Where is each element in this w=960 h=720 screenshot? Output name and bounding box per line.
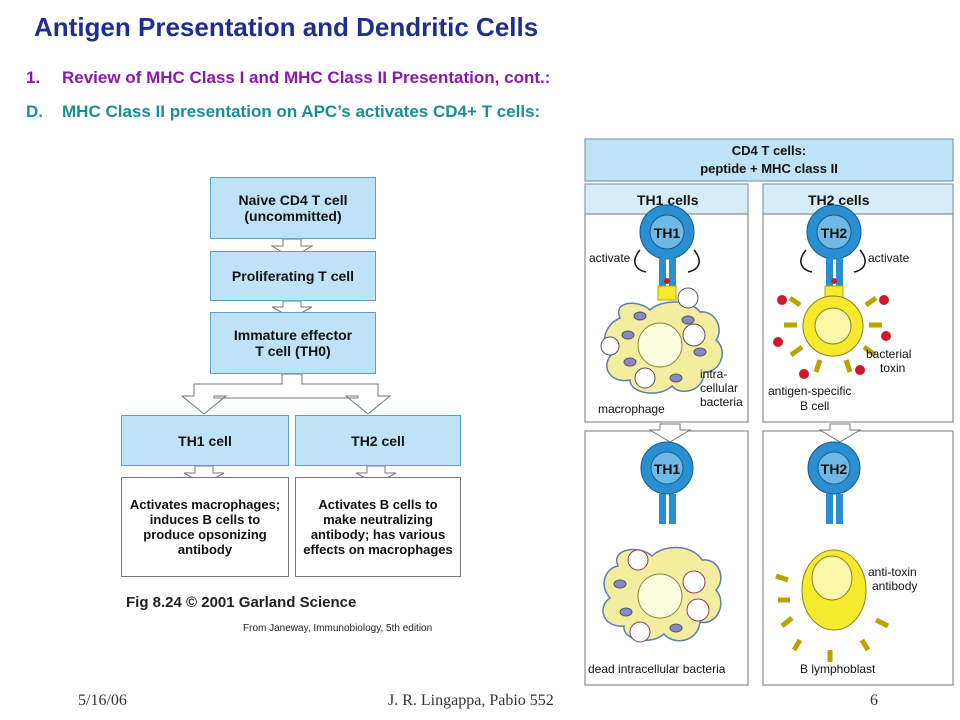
- th2-effect-line: antibody; has various: [310, 527, 446, 542]
- th2-cell-label: TH2: [821, 225, 848, 241]
- th2-effect-line: Activates B cells to: [318, 497, 438, 512]
- th1-effect-line: produce opsonizing: [143, 527, 267, 542]
- th1-effect-line: induces B cells to: [149, 512, 261, 527]
- bacteria-vesicle-icon: [682, 323, 706, 347]
- intra-label: intra-: [700, 367, 727, 381]
- naive-line-2: (uncommitted): [244, 208, 342, 224]
- panel-header-line-2: peptide + MHC class II: [700, 161, 838, 176]
- mhc-icon: [657, 285, 677, 301]
- th1-cell-label: TH1 cell: [178, 432, 232, 449]
- antibody-label: antibody: [872, 579, 917, 593]
- dead-bacteria-icon: [682, 570, 706, 594]
- split-arrow-icon: [180, 373, 392, 415]
- immature-line-1: Immature effector: [233, 327, 353, 343]
- macrophage-label: macrophage: [598, 402, 665, 416]
- antigen-specific-label: antigen-specific: [768, 384, 851, 398]
- point-text: MHC Class II presentation on APC’s activ…: [62, 102, 541, 121]
- naive-line-1: Naive CD4 T cell: [238, 192, 348, 208]
- th2-effect-box: Activates B cells to make neutralizing a…: [295, 477, 461, 577]
- activate-arrow-icon: [800, 249, 813, 273]
- th2-cell-label: TH2 cell: [351, 432, 405, 449]
- th1-cell-label: TH1: [654, 461, 681, 477]
- panel-header-line-1: CD4 T cells:: [732, 143, 806, 158]
- immature-effector-box: Immature effector T cell (TH0): [210, 312, 376, 374]
- th2-column-header: [762, 183, 954, 215]
- point-number: D.: [26, 102, 43, 121]
- tcr-icon: [659, 258, 666, 286]
- arrow-down-icon: [818, 423, 862, 443]
- th1-cell-box: TH1 cell: [121, 415, 289, 466]
- th1-effect-box: Activates macrophages; induces B cells t…: [121, 477, 289, 577]
- activate-arrow-icon: [634, 249, 647, 273]
- point-mhc-class-ii: D. MHC Class II presentation on APC’s act…: [26, 102, 540, 122]
- th1-effect-line: Activates macrophages;: [129, 497, 281, 512]
- panel-header-box: [584, 138, 954, 182]
- proliferating-label: Proliferating T cell: [231, 268, 355, 284]
- point-number: 1.: [26, 68, 41, 87]
- dead-bacteria-label: dead intracellular bacteria: [588, 662, 726, 676]
- b-lymphoblast-label: B lymphoblast: [800, 662, 876, 676]
- b-cell-label: B cell: [800, 399, 829, 413]
- naive-t-cell-box: Naive CD4 T cell (uncommitted): [210, 177, 376, 239]
- th1-activate-label: activate: [589, 251, 631, 265]
- th2-effect-line: effects on macrophages: [303, 542, 453, 557]
- immature-line-2: T cell (TH0): [255, 343, 331, 359]
- footer-page-number: 6: [870, 692, 878, 709]
- peptide-icon: [664, 278, 670, 284]
- anti-toxin-label: anti-toxin: [868, 565, 917, 579]
- cellular-label: cellular: [700, 381, 738, 395]
- th1-cell-label: TH1: [654, 225, 681, 241]
- footer-author: J. R. Lingappa, Pabio 552: [388, 692, 554, 709]
- point-review: 1. Review of MHC Class I and MHC Class II…: [26, 68, 550, 88]
- th1-effect-line: antibody: [177, 542, 233, 557]
- antibody-icon: [775, 573, 890, 662]
- source-credit: From Janeway, Immunobiology, 5th edition: [243, 623, 433, 634]
- th1-column-label: TH1 cells: [637, 192, 699, 208]
- th2-cell-label: TH2: [821, 461, 848, 477]
- th2-cell-box: TH2 cell: [295, 415, 461, 466]
- bacteria-label: bacteria: [700, 395, 743, 409]
- th2-effect-line: make neutralizing: [323, 512, 433, 527]
- footer-date: 5/16/06: [78, 692, 127, 709]
- th2-column-label: TH2 cells: [808, 192, 870, 208]
- figure-caption: Fig 8.24 © 2001 Garland Science: [126, 594, 357, 611]
- toxin-label: toxin: [880, 361, 905, 375]
- th2-activate-label: activate: [868, 251, 910, 265]
- point-text: Review of MHC Class I and MHC Class II P…: [62, 68, 551, 87]
- slide-title: Antigen Presentation and Dendritic Cells: [34, 12, 539, 42]
- bacterial-label: bacterial: [866, 347, 911, 361]
- arrow-down-icon: [648, 423, 692, 443]
- toxin-icon: [777, 295, 787, 305]
- proliferating-t-cell-box: Proliferating T cell: [210, 251, 376, 301]
